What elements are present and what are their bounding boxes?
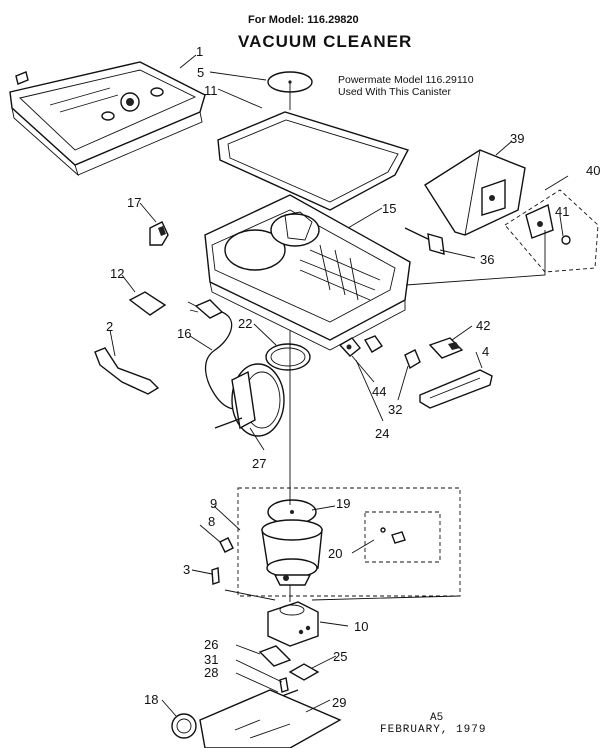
part-label-16: 16 bbox=[177, 326, 191, 341]
motor-assembly-box bbox=[237, 487, 461, 597]
part-label-27: 27 bbox=[252, 456, 266, 471]
part-label-8: 8 bbox=[208, 514, 215, 529]
part-label-12: 12 bbox=[110, 266, 124, 281]
part-label-10: 10 bbox=[354, 619, 368, 634]
part-label-26: 26 bbox=[204, 637, 218, 652]
assembly-40 bbox=[504, 189, 599, 273]
part-label-15: 15 bbox=[382, 201, 396, 216]
switch-42 bbox=[428, 337, 464, 359]
part-label-20: 20 bbox=[328, 546, 342, 561]
part-label-18: 18 bbox=[144, 692, 158, 707]
part-label-5: 5 bbox=[197, 65, 204, 80]
part-label-9: 9 bbox=[210, 496, 217, 511]
small-parts-24-44 bbox=[338, 335, 384, 357]
part-label-1: 1 bbox=[196, 44, 203, 59]
screw-3 bbox=[211, 567, 220, 585]
latch-32 bbox=[404, 349, 421, 370]
motor-assembly bbox=[261, 499, 323, 586]
part-label-44: 44 bbox=[372, 384, 386, 399]
canister-body bbox=[204, 194, 411, 351]
base-plate-29 bbox=[199, 689, 342, 748]
housing-10 bbox=[267, 601, 319, 647]
part-label-28: 28 bbox=[204, 665, 218, 680]
brush-set-20 bbox=[380, 527, 406, 544]
part-label-2: 2 bbox=[106, 319, 113, 334]
slide-25 bbox=[288, 663, 320, 681]
part-label-22: 22 bbox=[238, 316, 252, 331]
slide-26 bbox=[258, 645, 292, 667]
part-label-36: 36 bbox=[480, 252, 494, 267]
part-label-24: 24 bbox=[375, 426, 389, 441]
part-label-3: 3 bbox=[183, 562, 190, 577]
clip-17 bbox=[149, 221, 169, 246]
pad-12 bbox=[128, 291, 167, 316]
page-title: VACUUM CLEANER bbox=[238, 32, 413, 51]
bracket-2 bbox=[94, 347, 160, 395]
part-label-42: 42 bbox=[476, 318, 490, 333]
cord-reel bbox=[214, 363, 285, 437]
part-label-11: 11 bbox=[204, 83, 218, 98]
bolt-36 bbox=[404, 227, 445, 255]
canister-cover bbox=[9, 61, 206, 177]
screw-8 bbox=[219, 537, 234, 553]
part-number-labels: 1 5 11 17 12 2 16 22 15 36 39 40 41 42 4… bbox=[106, 44, 600, 710]
part-label-32: 32 bbox=[388, 402, 402, 417]
part-label-17: 17 bbox=[127, 195, 141, 210]
footer-code: A5 bbox=[430, 712, 444, 724]
part-label-25: 25 bbox=[333, 649, 347, 664]
footer-date: FEBRUARY, 1979 bbox=[380, 724, 487, 736]
note-line-2: Used With This Canister bbox=[338, 86, 452, 98]
brush-box-20 bbox=[364, 511, 441, 563]
part-label-29: 29 bbox=[332, 695, 346, 710]
part-label-40: 40 bbox=[586, 163, 600, 178]
part-label-4: 4 bbox=[482, 344, 489, 359]
wheel-18 bbox=[171, 713, 197, 739]
gasket-frame bbox=[217, 111, 410, 211]
pin-31 bbox=[279, 677, 289, 693]
part-label-31: 31 bbox=[204, 652, 218, 667]
leader-lines bbox=[109, 54, 569, 717]
model-line: For Model: 116.29820 bbox=[248, 14, 359, 26]
note-line-1: Powermate Model 116.29110 bbox=[338, 74, 474, 86]
part-label-41: 41 bbox=[555, 204, 569, 219]
part-label-39: 39 bbox=[510, 131, 524, 146]
bag-holder-39 bbox=[424, 149, 526, 236]
handle-4 bbox=[419, 369, 493, 409]
part-label-19: 19 bbox=[336, 496, 350, 511]
